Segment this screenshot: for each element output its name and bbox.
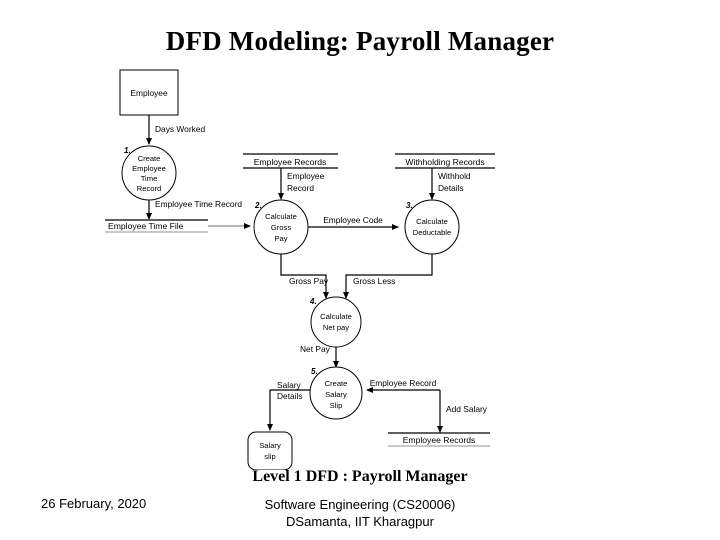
flow-label: Add Salary bbox=[446, 404, 488, 414]
process-label-line: Gross bbox=[271, 223, 291, 232]
flow-label: Gross Less bbox=[353, 276, 395, 286]
flow-gross-pay: Gross Pay bbox=[280, 254, 329, 299]
process-label-line: Calculate bbox=[265, 212, 297, 221]
flow-add-salary: Add Salary bbox=[437, 390, 488, 433]
data-store-label: Employee Time File bbox=[108, 221, 184, 231]
process-number: 3. bbox=[406, 201, 413, 210]
data-store-label: Withholding Records bbox=[405, 157, 484, 167]
process-label-line: Pay bbox=[274, 234, 287, 243]
flow-net-pay: Net Pay bbox=[300, 344, 339, 368]
flow-label: Days Worked bbox=[155, 124, 205, 134]
process-5: 5. Create Salary Slip bbox=[309, 366, 363, 420]
flow-label: Employee Time Record bbox=[155, 199, 242, 209]
flow-label: Withhold bbox=[438, 171, 471, 181]
data-store-employee-records-bottom: Employee Records bbox=[388, 432, 490, 447]
process-number: 4. bbox=[309, 297, 317, 306]
external-entity-label: Employee bbox=[130, 88, 168, 98]
flow-employee-code: Employee Code bbox=[308, 215, 399, 230]
flow-label: Record bbox=[287, 183, 314, 193]
flow-employee-time-record: Employee Time Record bbox=[146, 199, 242, 220]
process-4: 4. Calculate Net pay bbox=[309, 296, 362, 348]
process-number: 1. bbox=[124, 146, 131, 155]
data-store-employee-records-top: Employee Records bbox=[243, 153, 338, 169]
flow-employee-record-bottom: Employee Record bbox=[366, 378, 440, 393]
dfd-diagram: Employee Days Worked 1. Create Employee … bbox=[95, 60, 520, 471]
process-number: 2. bbox=[254, 201, 262, 210]
output-salary-slip: Salary slip bbox=[247, 431, 293, 471]
data-store-withholding-records: Withholding Records bbox=[395, 153, 495, 169]
flow-label: Employee Code bbox=[323, 215, 383, 225]
output-label-line: slip bbox=[264, 452, 275, 461]
flow-label: Details bbox=[277, 391, 303, 401]
process-label-line: Record bbox=[137, 184, 161, 193]
process-label-line: Salary bbox=[325, 390, 347, 399]
footer-course: Software Engineering (CS20006) bbox=[264, 497, 456, 512]
footer-date: 26 February, 2020 bbox=[41, 496, 147, 511]
footer-credits: Software Engineering (CS20006) DSamanta,… bbox=[180, 496, 540, 530]
process-label-line: Calculate bbox=[320, 312, 352, 321]
process-label-line: Create bbox=[325, 379, 348, 388]
footer-author: DSamanta, IIT Kharagpur bbox=[286, 514, 434, 529]
process-label-line: Create bbox=[138, 154, 161, 163]
process-label-line: Time bbox=[141, 174, 158, 183]
process-2: 2. Calculate Gross Pay bbox=[253, 199, 309, 255]
flow-label: Gross Pay bbox=[289, 276, 329, 286]
process-label-line: Net pay bbox=[323, 323, 349, 332]
process-number: 5. bbox=[311, 367, 318, 376]
data-store-label: Employee Records bbox=[254, 157, 327, 167]
output-label-line: Salary bbox=[259, 441, 281, 450]
process-label-line: Slip bbox=[330, 401, 343, 410]
data-store-label: Employee Records bbox=[403, 435, 476, 445]
flow-salary-details: Salary Details bbox=[267, 380, 310, 431]
process-label-line: Employee bbox=[132, 164, 166, 173]
flow-label: Salary bbox=[277, 380, 302, 390]
flow-label: Details bbox=[438, 183, 464, 193]
process-3: 3. Calculate Deductable bbox=[404, 199, 460, 255]
data-store-employee-time-file: Employee Time File bbox=[105, 219, 208, 233]
flow-employee-record-top: Employee Record bbox=[278, 168, 325, 200]
flow-days-worked: Days Worked bbox=[146, 115, 205, 145]
flow-gross-less: Gross Less bbox=[343, 254, 433, 299]
process-label-line: Deductable bbox=[413, 228, 451, 237]
flow-label: Employee Record bbox=[370, 378, 437, 388]
process-label-line: Calculate bbox=[416, 217, 448, 226]
flow-label: Net Pay bbox=[300, 344, 331, 354]
external-entity-employee: Employee bbox=[119, 69, 179, 116]
flow-withhold-details: Withhold Details bbox=[429, 168, 471, 200]
flow-label: Employee bbox=[287, 171, 325, 181]
diagram-caption: Level 1 DFD : Payroll Manager bbox=[252, 468, 468, 485]
process-1: 1. Create Employee Time Record bbox=[121, 145, 177, 201]
page-title: DFD Modeling: Payroll Manager bbox=[165, 26, 555, 56]
